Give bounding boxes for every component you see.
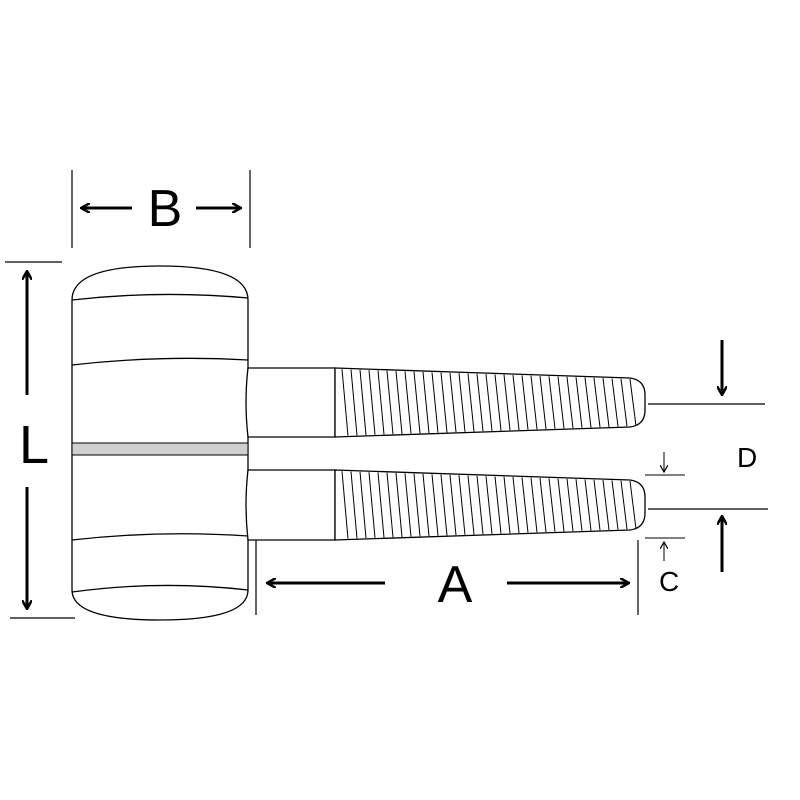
- thread-ridge: [395, 371, 403, 434]
- dimension-d: [648, 340, 768, 572]
- thread-ridge: [341, 369, 349, 436]
- thread-ridge: [503, 476, 511, 534]
- thread-ridge: [566, 376, 574, 429]
- thread-ridge: [440, 372, 448, 433]
- thread-ridge: [584, 377, 592, 428]
- thread-ridge: [512, 374, 520, 431]
- label-b: B: [148, 180, 183, 238]
- thread-ridge: [620, 480, 628, 530]
- thread-ridge: [359, 369, 367, 436]
- thread-ridge: [413, 473, 421, 537]
- thread-ridge: [602, 378, 610, 427]
- thread-ridge: [593, 377, 601, 428]
- thread-ridge: [521, 375, 529, 430]
- thread-ridge: [494, 476, 502, 534]
- thread-ridge: [413, 371, 421, 434]
- thread-ridge: [431, 474, 439, 536]
- thread-ridge: [611, 480, 619, 530]
- thread-ridge: [584, 479, 592, 531]
- thread-ridge: [485, 476, 493, 534]
- thread-ridge: [611, 378, 619, 427]
- thread-ridge: [386, 370, 394, 435]
- thread-ridge: [485, 374, 493, 431]
- thread-ridge: [494, 374, 502, 431]
- thread-ridge: [467, 373, 475, 432]
- thread-ridge: [602, 480, 610, 530]
- thread-ridge: [629, 378, 637, 427]
- thread-ridge: [593, 479, 601, 531]
- dimension-c: [645, 452, 685, 561]
- thread-ridge: [575, 377, 583, 428]
- thread-ridge: [368, 472, 376, 538]
- thread-ridge: [557, 376, 565, 429]
- thread-ridge: [368, 370, 376, 435]
- thread-ridge: [377, 472, 385, 538]
- thread-ridge: [539, 477, 547, 533]
- thread-ridge: [476, 373, 484, 432]
- thread-ridge: [629, 480, 637, 530]
- label-d: D: [737, 442, 757, 473]
- thread-ridge: [350, 369, 358, 436]
- thread-ridge: [449, 372, 457, 433]
- thread-ridge: [575, 479, 583, 531]
- dimension-a: [255, 540, 639, 615]
- hinge-barrel: [71, 265, 249, 621]
- thread-ridge: [530, 375, 538, 430]
- thread-ridge: [422, 371, 430, 434]
- thread-ridge: [566, 478, 574, 532]
- dimension-b: [71, 170, 251, 248]
- thread-ridge: [521, 477, 529, 533]
- thread-ridge: [476, 475, 484, 535]
- thread-ridge: [377, 370, 385, 435]
- label-l: L: [19, 415, 49, 475]
- thread-ridge: [458, 475, 466, 535]
- thread-ridge: [404, 473, 412, 537]
- label-c: C: [659, 566, 679, 597]
- thread-ridge: [557, 478, 565, 532]
- thread-ridge: [539, 375, 547, 430]
- thread-ridge: [512, 476, 520, 534]
- lower-pin-threads: [341, 471, 637, 539]
- thread-ridge: [359, 471, 367, 539]
- upper-pin-threads: [341, 369, 637, 436]
- thread-ridge: [503, 374, 511, 431]
- thread-ridge: [440, 474, 448, 536]
- thread-ridge: [395, 473, 403, 537]
- thread-ridge: [341, 471, 349, 539]
- dimension-l: [5, 261, 75, 619]
- thread-ridge: [548, 376, 556, 429]
- thread-ridge: [449, 474, 457, 536]
- thread-ridge: [620, 378, 628, 427]
- thread-ridge: [548, 478, 556, 532]
- thread-ridge: [422, 473, 430, 537]
- thread-ridge: [431, 372, 439, 433]
- thread-ridge: [458, 373, 466, 432]
- thread-ridge: [467, 475, 475, 535]
- thread-ridge: [404, 371, 412, 434]
- label-a: A: [438, 556, 473, 614]
- thread-ridge: [530, 477, 538, 533]
- thread-ridge: [386, 472, 394, 538]
- thread-ridge: [350, 471, 358, 539]
